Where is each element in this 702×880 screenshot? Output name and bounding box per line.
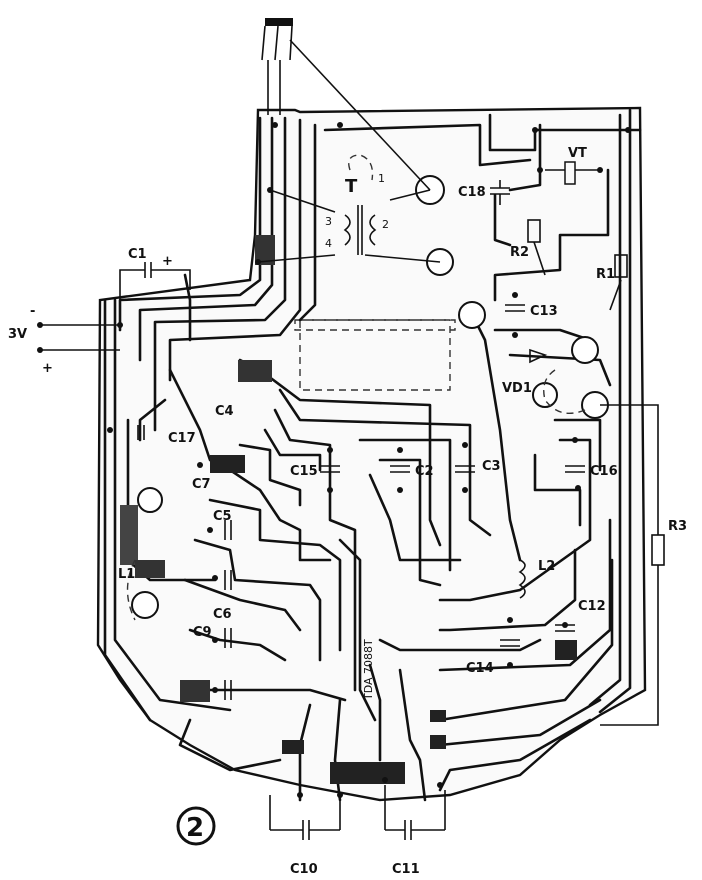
label-transformer: T (345, 176, 358, 197)
label-c16: C16 (590, 464, 618, 479)
capacitor-symbols (137, 180, 585, 840)
wire-jumpers (257, 39, 659, 726)
label-c7: C7 (192, 477, 211, 492)
label-r3: R3 (668, 519, 687, 534)
label-t1: 1 (378, 172, 385, 185)
label-c13: C13 (530, 304, 558, 319)
pcb-traces (103, 108, 642, 802)
label-ic: TDA 7088T (362, 639, 375, 701)
inductors (126, 559, 526, 621)
label-t3: 3 (325, 215, 332, 228)
label-c11: C11 (392, 862, 420, 877)
label-c14: C14 (466, 661, 494, 676)
switch-component (261, 18, 293, 115)
resistors (527, 219, 665, 566)
label-c17: C17 (168, 431, 196, 446)
label-c12: C12 (578, 599, 606, 614)
supply-input (37, 322, 120, 353)
label-c9: C9 (193, 625, 212, 640)
transformer-t (343, 154, 377, 255)
diode-vd1 (529, 348, 586, 414)
label-c2: C2 (415, 464, 434, 479)
capacitor-c1 (119, 262, 191, 300)
labels: C1 + 3V - + T 1 2 3 4 C18 VT R2 R1 C13 V… (8, 146, 687, 877)
round-pads (131, 175, 609, 619)
filled-pads (120, 235, 577, 784)
label-t2: 2 (382, 218, 389, 231)
label-c1: C1 (128, 247, 147, 262)
label-c5: C5 (213, 509, 232, 524)
inductor-l2 (518, 559, 526, 599)
figure-number: 2 (186, 813, 204, 843)
label-r1: R1 (596, 267, 615, 282)
label-supply-voltage: 3V (8, 327, 27, 342)
label-c10: C10 (290, 862, 318, 877)
figure-number-badge: 2 (176, 806, 216, 846)
label-c4: C4 (215, 404, 234, 419)
label-supply-minus: - (30, 304, 35, 319)
label-c18: C18 (458, 185, 486, 200)
label-vt: VT (568, 146, 587, 161)
label-c3: C3 (482, 459, 501, 474)
label-c15: C15 (290, 464, 318, 479)
resistor-r3 (651, 534, 665, 566)
label-l1: L1 (118, 567, 135, 582)
transistor-vt (545, 161, 600, 185)
label-l2: L2 (538, 559, 555, 574)
ic-outline (299, 319, 451, 391)
label-t4: 4 (325, 237, 332, 250)
solder-dots (107, 122, 631, 798)
label-r2: R2 (510, 245, 529, 260)
label-supply-plus: + (42, 361, 53, 376)
label-c6: C6 (213, 607, 232, 622)
inductor-l1 (126, 559, 136, 621)
label-vd1: VD1 (502, 381, 532, 396)
resistor-r1 (614, 254, 628, 278)
label-c1-plus: + (162, 254, 173, 269)
